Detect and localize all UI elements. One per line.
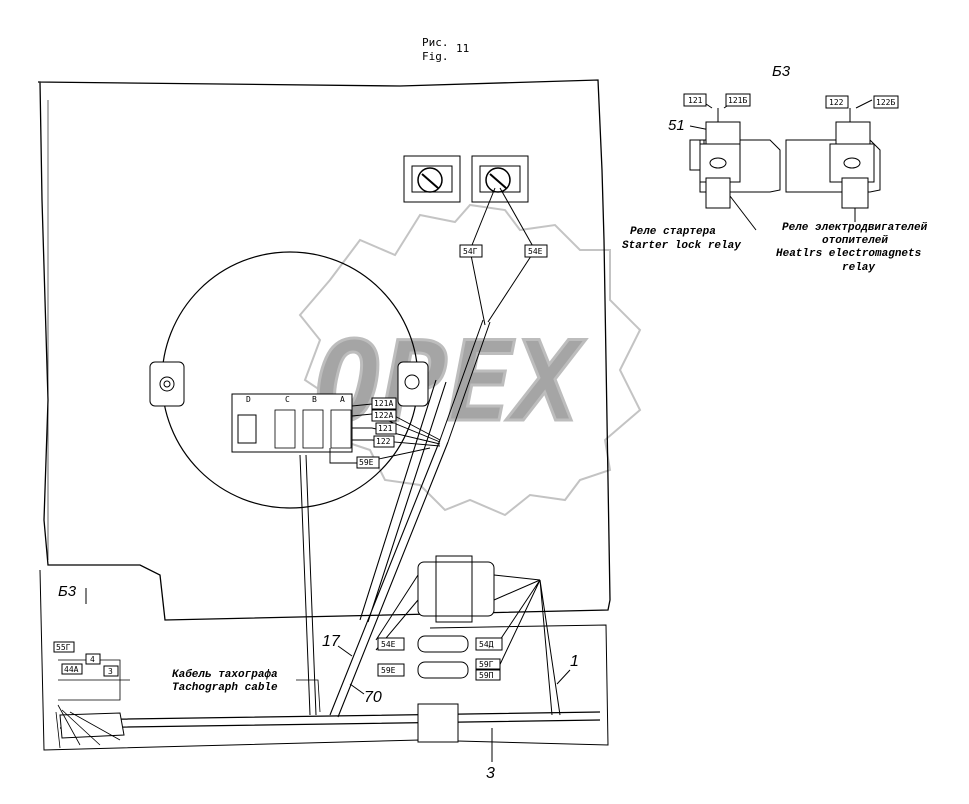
harness-relay	[375, 555, 541, 651]
starter-relay-label-en: Starter lock relay	[622, 240, 741, 252]
callout-17: 17	[322, 633, 341, 650]
heater-relay-label-ru-2: отопителей	[822, 235, 888, 247]
lower-connector-1: 54Е 54Д	[377, 635, 503, 653]
cable-label-en: Tachograph cable	[172, 682, 278, 694]
wire-tag-121a-label: 121А	[374, 399, 393, 408]
connector-block: D C B A	[231, 393, 353, 453]
main-cable	[59, 703, 601, 743]
heater-relay-tag-a: 122	[829, 98, 844, 107]
figure-caption-num: 11	[456, 42, 469, 55]
switch-tag-left-label: 54Г	[463, 247, 478, 256]
lower-tag-59g: 59Г	[479, 660, 494, 669]
cab-outline	[37, 79, 611, 621]
wire-tag-121: 121	[375, 422, 397, 435]
switch-tag-right: 54Е	[524, 244, 548, 258]
callout-1: 1	[570, 653, 579, 670]
switch-left	[403, 155, 461, 203]
connector-col-d: D	[246, 395, 251, 404]
left-harness: 55Г 44А 4 3	[53, 641, 130, 749]
heater-relay-tag-b: 122Б	[876, 98, 895, 107]
switch-right	[471, 155, 529, 203]
side-tag-44a: 44А	[64, 665, 79, 674]
wire-tag-121a: 121А	[371, 397, 397, 410]
wire-tag-122a-label: 122А	[374, 411, 393, 420]
callout-3: 3	[486, 765, 495, 782]
harness-block-label: Б3	[58, 583, 77, 600]
starter-relay-label-ru: Реле стартера	[630, 226, 716, 238]
starter-relay-tag-b: 121Б	[728, 96, 747, 105]
starter-relay-tag-a: 121	[688, 96, 703, 105]
lower-tag-59p: 59П	[479, 671, 494, 680]
wire-tag-59e-label: 59Е	[359, 458, 374, 467]
connector-col-c: C	[285, 395, 290, 404]
wire-tag-122: 122	[373, 435, 395, 448]
lower-tag-54e: 54Е	[381, 640, 396, 649]
heater-relay-label-en-2: relay	[842, 262, 875, 274]
heater-relay: 122 122Б	[785, 95, 899, 222]
lower-tag-59e: 59Е	[381, 666, 396, 675]
switch-tag-left: 54Г	[459, 244, 483, 258]
starter-relay: 121 121Б	[683, 93, 781, 231]
heater-relay-label-ru-1: Реле электродвигателей	[782, 222, 928, 234]
cable-label-ru: Кабель тахографа	[172, 668, 278, 681]
watermark-text: OPEX	[315, 318, 587, 446]
connector-col-a: A	[340, 395, 345, 404]
heater-relay-label-en-1: Heatlrs electromagnets	[776, 248, 922, 260]
relay-block-label: Б3	[772, 63, 791, 80]
side-tag-55g: 55Г	[56, 643, 71, 652]
watermark-logo: OPEX	[298, 203, 642, 517]
floor-panel	[39, 569, 609, 751]
side-tag-3: 3	[108, 667, 113, 676]
wire-tag-59e: 59Е	[356, 456, 380, 469]
side-tag-4: 4	[90, 655, 95, 664]
callout-70: 70	[364, 689, 382, 706]
wire-tag-122a: 122А	[371, 409, 397, 422]
wire-tag-122-label: 122	[376, 437, 391, 446]
figure-caption-ru: Рис.	[422, 36, 449, 49]
connector-col-b: B	[312, 395, 317, 404]
switch-tag-right-label: 54Е	[528, 247, 543, 256]
mount-bracket-right	[397, 361, 429, 407]
relay-item-number: 51	[668, 117, 685, 134]
lower-tag-54d: 54Д	[479, 640, 494, 649]
lower-connector-2: 59Е 59Г 59П	[377, 658, 501, 681]
figure-caption-en: Fig.	[422, 50, 449, 63]
wire-tag-121-label: 121	[378, 424, 393, 433]
mount-bracket-left	[149, 361, 185, 407]
